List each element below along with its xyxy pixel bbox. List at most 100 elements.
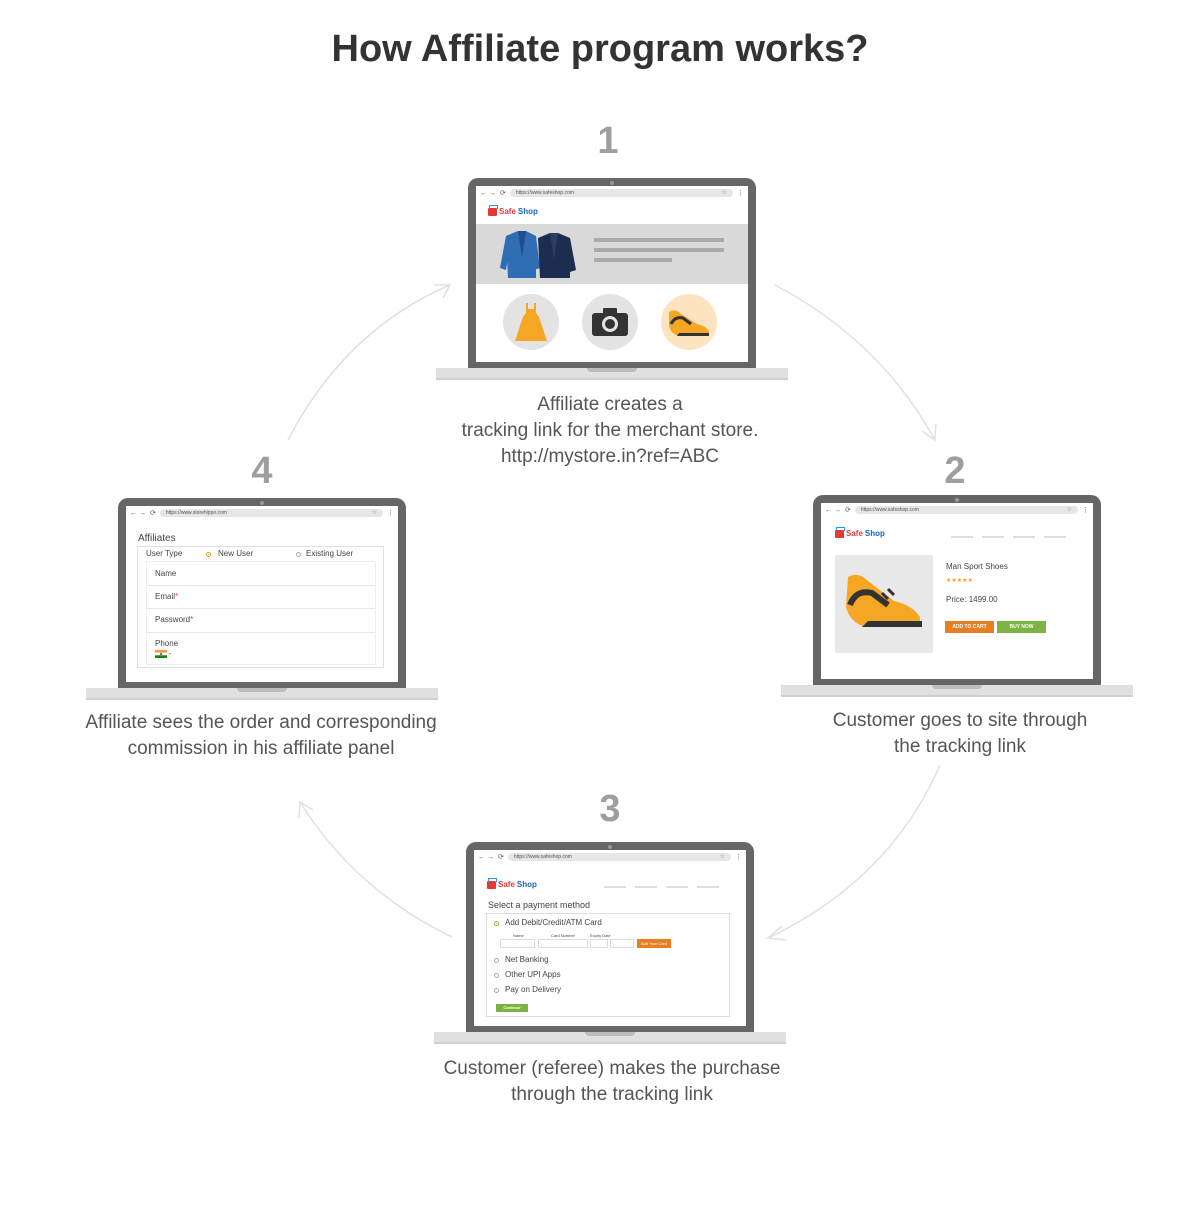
reload-icon[interactable]: ⟳: [497, 854, 504, 861]
url-field[interactable]: https://www.storehippo.com☆: [159, 509, 383, 517]
existing-user-label: Existing User: [306, 549, 354, 558]
page-title: How Affiliate program works?: [331, 28, 869, 70]
bookmark-star-icon[interactable]: ☆: [719, 854, 725, 860]
payment-panel: Add Debit/Credit/ATM Card Name Card Numb…: [486, 913, 730, 1017]
step-2-number: 2: [944, 450, 966, 492]
card-expiry-label: Expiry Date: [590, 933, 611, 938]
buy-now-button[interactable]: BUY NOW: [997, 621, 1046, 633]
step-4-caption: Affiliate sees the order and correspondi…: [85, 712, 437, 759]
card-number-label: Card Number: [551, 933, 576, 938]
reload-icon[interactable]: ⟳: [844, 507, 851, 514]
url-field[interactable]: https://www.safeshop.com☆: [507, 853, 731, 861]
existing-user-radio[interactable]: [296, 552, 301, 557]
new-user-radio[interactable]: [206, 552, 211, 557]
card-name-input[interactable]: [500, 939, 535, 948]
upi-radio[interactable]: [494, 973, 499, 978]
payment-heading: Select a payment method: [488, 900, 591, 910]
url-field[interactable]: https://www.safeshop.com☆: [854, 506, 1078, 514]
nav-arrows-icon[interactable]: ← →: [825, 506, 841, 514]
phone-label: Phone: [155, 639, 179, 648]
browser-address-bar: ← → ⟳ https://www.safeshop.com☆ ⋮: [476, 186, 748, 200]
step-1-caption: Affiliate creates a tracking link for th…: [461, 394, 759, 467]
step-4-number: 4: [251, 450, 273, 492]
step-4-screen: ← → ⟳ https://www.storehippo.com☆ ⋮ Affi…: [126, 506, 398, 682]
camera-icon: [592, 308, 628, 336]
nav-arrows-icon[interactable]: ← →: [478, 853, 494, 861]
browser-menu-icon[interactable]: ⋮: [1082, 507, 1089, 514]
name-label: Name: [155, 569, 177, 578]
arrow-1-to-2: [774, 284, 936, 441]
pay-on-delivery-radio[interactable]: [494, 988, 499, 993]
url-field[interactable]: https://www.safeshop.com☆: [509, 189, 733, 197]
step-3-number: 3: [599, 788, 621, 830]
affiliate-form: User Type New User Existing User Name Em…: [137, 546, 384, 668]
browser-address-bar: ← → ⟳ https://www.safeshop.com☆ ⋮: [474, 850, 746, 864]
browser-menu-icon[interactable]: ⋮: [737, 190, 744, 197]
affiliates-heading: Affiliates: [138, 533, 176, 544]
card-number-input[interactable]: [538, 939, 588, 948]
dress-category[interactable]: [503, 294, 559, 350]
arrow-2-head: [921, 423, 937, 442]
bookmark-star-icon[interactable]: ☆: [1066, 507, 1072, 513]
laptop-step-4: ← → ⟳ https://www.storehippo.com☆ ⋮ Affi…: [86, 498, 438, 702]
continue-button[interactable]: Continue: [496, 1004, 528, 1012]
product-price: Price: 1499.00: [946, 595, 998, 604]
arrow-4-head: [298, 800, 314, 819]
net-banking-label: Net Banking: [505, 955, 549, 964]
dress-icon: [515, 303, 547, 341]
add-card-button[interactable]: Add Your Card: [637, 939, 671, 948]
email-label: Email*: [155, 592, 179, 601]
shop-basket-icon: [835, 526, 845, 538]
expiry-year-input[interactable]: [610, 939, 634, 948]
nav-arrows-icon[interactable]: ← →: [130, 509, 146, 517]
arrow-4-to-1: [287, 284, 451, 441]
shop-basket-icon: [488, 204, 498, 216]
card-option-radio[interactable]: [494, 921, 499, 926]
product-name: Man Sport Shoes: [946, 562, 1008, 571]
hero-banner[interactable]: [476, 224, 748, 284]
net-banking-radio[interactable]: [494, 958, 499, 963]
blazer-icon: [500, 231, 576, 278]
india-flag-icon[interactable]: [155, 650, 173, 658]
form-fields: Name Email* Password* Phone: [146, 561, 376, 665]
pay-on-delivery-label: Pay on Delivery: [505, 985, 562, 994]
browser-address-bar: ← → ⟳ https://www.safeshop.com☆ ⋮: [821, 503, 1093, 517]
upi-label: Other UPI Apps: [505, 970, 561, 979]
step-3-caption: Customer (referee) makes the purchase th…: [443, 1058, 781, 1105]
arrow-1-head: [434, 284, 452, 299]
new-user-label: New User: [218, 549, 254, 558]
nav-menu[interactable]: [604, 886, 719, 888]
card-option-label: Add Debit/Credit/ATM Card: [505, 918, 602, 927]
reload-icon[interactable]: ⟳: [499, 190, 506, 197]
browser-menu-icon[interactable]: ⋮: [735, 854, 742, 861]
card-name-label: Name: [513, 933, 524, 938]
reload-icon[interactable]: ⟳: [149, 510, 156, 517]
shop-basket-icon: [487, 877, 497, 889]
bookmark-star-icon[interactable]: ☆: [371, 510, 377, 516]
nav-menu[interactable]: [951, 536, 1066, 538]
add-to-cart-button[interactable]: ADD TO CART: [945, 621, 994, 633]
shoe-icon: [846, 574, 922, 627]
browser-address-bar: ← → ⟳ https://www.storehippo.com☆ ⋮: [126, 506, 398, 520]
bookmark-star-icon[interactable]: ☆: [721, 190, 727, 196]
arrow-3-head: [766, 925, 787, 941]
nav-arrows-icon[interactable]: ← →: [480, 189, 496, 197]
step-2-caption: Customer goes to site through the tracki…: [832, 710, 1088, 757]
expiry-month-input[interactable]: [590, 939, 608, 948]
step-1-number: 1: [597, 120, 619, 162]
camera-category[interactable]: [582, 294, 638, 350]
browser-menu-icon[interactable]: ⋮: [387, 510, 394, 517]
arrow-3-to-4: [299, 801, 453, 938]
shoe-category[interactable]: [661, 294, 717, 350]
arrow-2-to-3: [767, 764, 941, 939]
product-image[interactable]: [835, 555, 933, 653]
